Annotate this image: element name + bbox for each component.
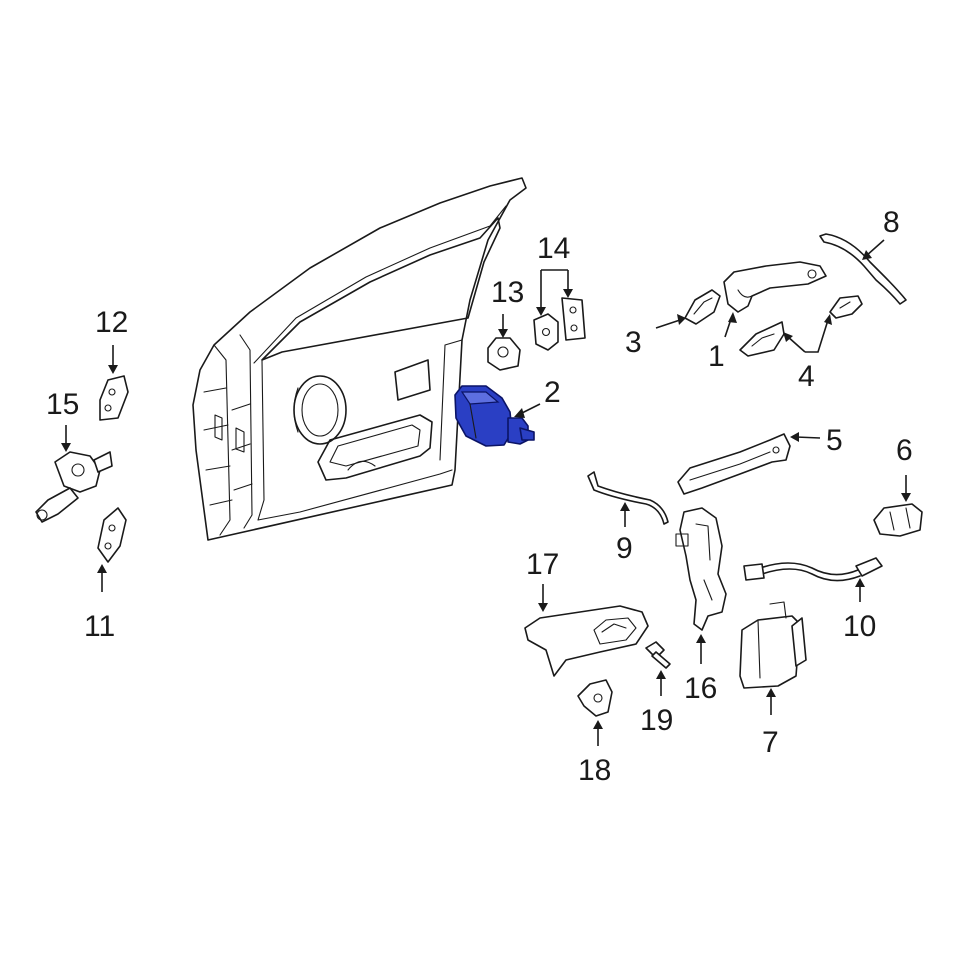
callout-12: 12 [95,306,128,339]
part-5-inside-handle [677,433,791,495]
part-10-cable [743,557,883,582]
callout-18: 18 [578,754,611,787]
part-16-latch-bracket [675,507,727,631]
part-13-bracket [487,337,521,371]
callout-15: 15 [46,388,79,421]
part-9-rod [587,471,669,525]
callout-4: 4 [798,360,815,393]
callout-5: 5 [826,424,843,457]
part-14-shim-plates [533,297,586,351]
part-12-hinge-upper [99,375,129,421]
door-shell [192,177,527,541]
callout-13: 13 [491,276,524,309]
part-3-handle-bezel [684,289,721,325]
callout-9: 9 [616,532,633,565]
leader-lines [61,239,911,746]
callout-11: 11 [84,610,115,643]
callout-3: 3 [625,326,642,359]
part-6-striker [873,503,923,537]
callout-labels: 1 2 3 4 5 6 7 8 9 10 11 12 13 14 15 16 1… [46,206,913,787]
callout-10: 10 [843,610,876,643]
callout-2: 2 [544,376,561,409]
part-2-lock-actuator [454,385,535,447]
callout-7: 7 [762,726,779,759]
part-15-door-check [35,451,113,523]
callout-19: 19 [640,704,673,737]
callout-6: 6 [896,434,913,467]
part-1-outside-handle [723,261,827,313]
callout-16: 16 [684,672,717,705]
part-7-latch-module [739,601,807,689]
callout-8: 8 [883,206,900,239]
callout-1: 1 [708,340,725,373]
callout-14: 14 [537,232,570,265]
part-4-handle-gaskets [739,295,863,357]
part-11-hinge-lower [97,507,127,563]
part-17-trim-bezel [524,605,649,677]
part-8-rod [819,233,907,305]
part-18-clip [577,679,613,717]
part-19-screw [645,641,671,669]
callout-17: 17 [526,548,559,581]
